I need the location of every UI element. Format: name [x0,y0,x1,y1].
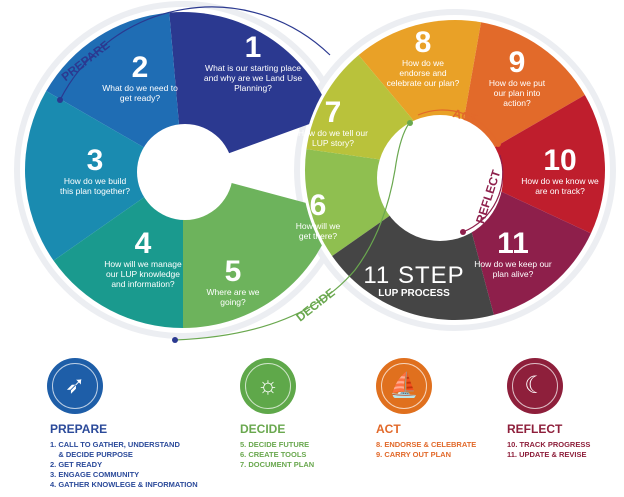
step-number: 10 [543,144,577,177]
step-number: 6 [309,189,327,222]
step-question: How do we know we are on track? [521,176,599,196]
legend-item: 4. GATHER KNOWLEGE & INFORMATION [50,480,198,489]
legend-item: 2. GET READY [50,460,103,469]
step-number: 3 [86,144,104,177]
decide-icon: ☼ [240,358,296,414]
legend-item: 6. CREATE TOOLS [240,450,307,459]
act-arc [417,109,499,144]
reflect-icon: ☾ [507,358,563,414]
prepare-arc [59,6,331,101]
legend-item: 11. UPDATE & REVISE [507,450,587,459]
legend-item: 3. ENGAGE COMMUNITY [50,470,140,479]
decide-arc [174,121,411,341]
step-question: How do we keep our plan alive? [474,259,552,279]
step-number: 9 [508,46,526,79]
legend-prepare: PREPARE 1. CALL TO GATHER, UNDERSTAND & … [50,422,198,490]
legend-item: 5. DECIDE FUTURE [240,440,310,449]
center-subtitle: LUP PROCESS [378,288,450,299]
legend-item: 9. CARRY OUT PLAN [376,450,452,459]
arc-dot [172,337,178,343]
act-icon: ⛵ [376,358,432,414]
prepare-icon: ➶ [47,358,103,414]
segment-step-1 [169,12,332,171]
arc-dot [495,141,501,147]
step-question: What do we need to get ready? [102,83,178,103]
step-question: How do we endorse and celebrate our plan… [386,58,460,88]
center-title: 11 STEP [363,262,465,289]
segment-step-4 [53,170,184,328]
segment-step-3 [24,91,183,261]
legend-item: 10. TRACK PROGRESS [507,440,591,449]
step-question: How do we build this plan together? [60,176,130,196]
segment-step-5 [183,170,336,328]
step-question: What is our starting place and why are w… [203,63,303,93]
step-number: 5 [224,255,242,288]
legend-title: ACT [376,422,401,436]
step-question: How will we get there? [295,221,341,241]
legend-item: 7. DOCUMENT PLAN [240,460,315,469]
legend-title: REFLECT [507,422,563,436]
step-number: 4 [134,227,152,260]
step-question: How do we put our plan into action? [488,78,546,108]
step-question: Where are we going? [206,287,260,307]
step-number: 2 [131,51,149,84]
step-number: 1 [244,31,262,64]
legend-item: 8. ENDORSE & CELEBRATE [376,440,477,449]
segment-step-9 [455,22,585,170]
step-number: 11 [497,227,529,260]
step-question: How will we manage our LUP knowledge and… [104,259,182,289]
step-number: 7 [324,96,342,129]
right-hole [377,115,503,241]
legend-title: DECIDE [240,422,286,436]
reflect-arc [462,154,504,233]
arc-dot [57,97,63,103]
step-number: 8 [414,26,432,59]
legend-title: PREPARE [50,422,108,436]
act-label: ACT [451,106,479,126]
arc-dot [407,120,413,126]
legend-item: 1. CALL TO GATHER, UNDERSTAND & DECIDE P… [50,440,180,459]
segment-step-2 [46,12,184,170]
step-question: How do we tell our LUP story? [298,128,368,148]
left-hole [137,124,233,220]
segment-step-10 [455,95,605,234]
arc-dot [460,229,466,235]
